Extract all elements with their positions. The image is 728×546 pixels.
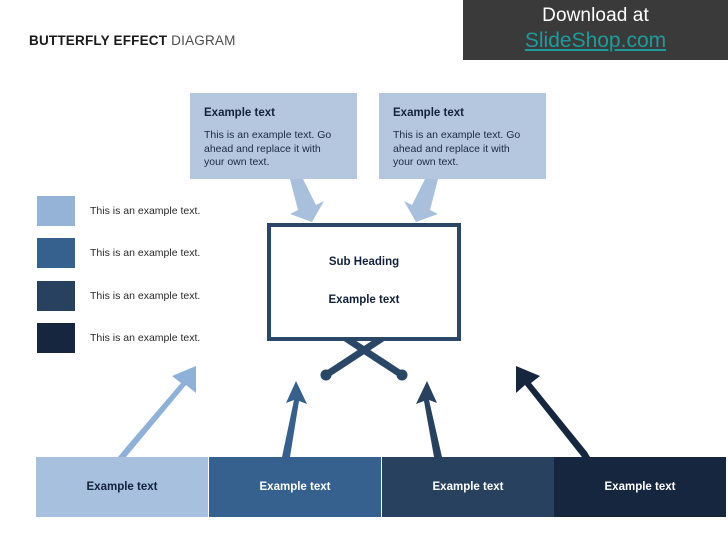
center-box-heading: Sub Heading [328, 256, 400, 268]
effect-box-4[interactable]: Example text [554, 457, 726, 517]
promo-slideshop-link[interactable]: SlideShop.com [524, 29, 667, 52]
cause-box-2-body: This is an example text. Go ahead and re… [393, 129, 521, 168]
cause-box-2[interactable]: Example text This is an example text. Go… [379, 93, 546, 179]
promo-banner[interactable]: Download at SlideShop.com [463, 0, 728, 60]
legend-label-3: This is an example text. [90, 290, 201, 302]
center-effect-box[interactable]: Sub Heading Example text [267, 223, 461, 341]
effect-arrow-4 [516, 366, 590, 457]
cause-arrow-1 [290, 179, 324, 222]
effect-box-3-label: Example text [432, 481, 504, 493]
cause-arrow-2 [404, 179, 438, 222]
cause-box-1-body: This is an example text. Go ahead and re… [204, 129, 332, 168]
legend-swatch-2 [37, 238, 75, 268]
page-title-light: DIAGRAM [167, 33, 236, 48]
effect-box-2[interactable]: Example text [209, 457, 381, 517]
cause-box-1[interactable]: Example text This is an example text. Go… [190, 93, 357, 179]
legend-swatch-1 [37, 196, 75, 226]
legend-label-1: This is an example text. [90, 205, 201, 217]
effect-box-1-label: Example text [86, 481, 158, 493]
page-title-strong: BUTTERFLY EFFECT [29, 33, 168, 48]
effect-box-2-label: Example text [259, 481, 331, 493]
effect-box-4-label: Example text [604, 481, 676, 493]
page-title: BUTTERFLY EFFECT DIAGRAM [29, 33, 236, 48]
center-box-subtext: Example text [328, 294, 400, 306]
legend-label-4: This is an example text. [90, 332, 201, 344]
legend-swatch-3 [37, 281, 75, 311]
center-connector [320, 331, 408, 381]
effect-box-1[interactable]: Example text [36, 457, 208, 517]
effect-arrow-2 [282, 381, 307, 457]
promo-download-label: Download at [542, 5, 649, 26]
cause-box-1-title: Example text [204, 107, 275, 119]
effect-arrow-3 [416, 381, 442, 457]
cause-box-2-title: Example text [393, 107, 464, 119]
legend-swatch-4 [37, 323, 75, 353]
effect-box-3[interactable]: Example text [382, 457, 554, 517]
effect-arrow-1 [118, 366, 196, 457]
legend-label-2: This is an example text. [90, 247, 201, 259]
